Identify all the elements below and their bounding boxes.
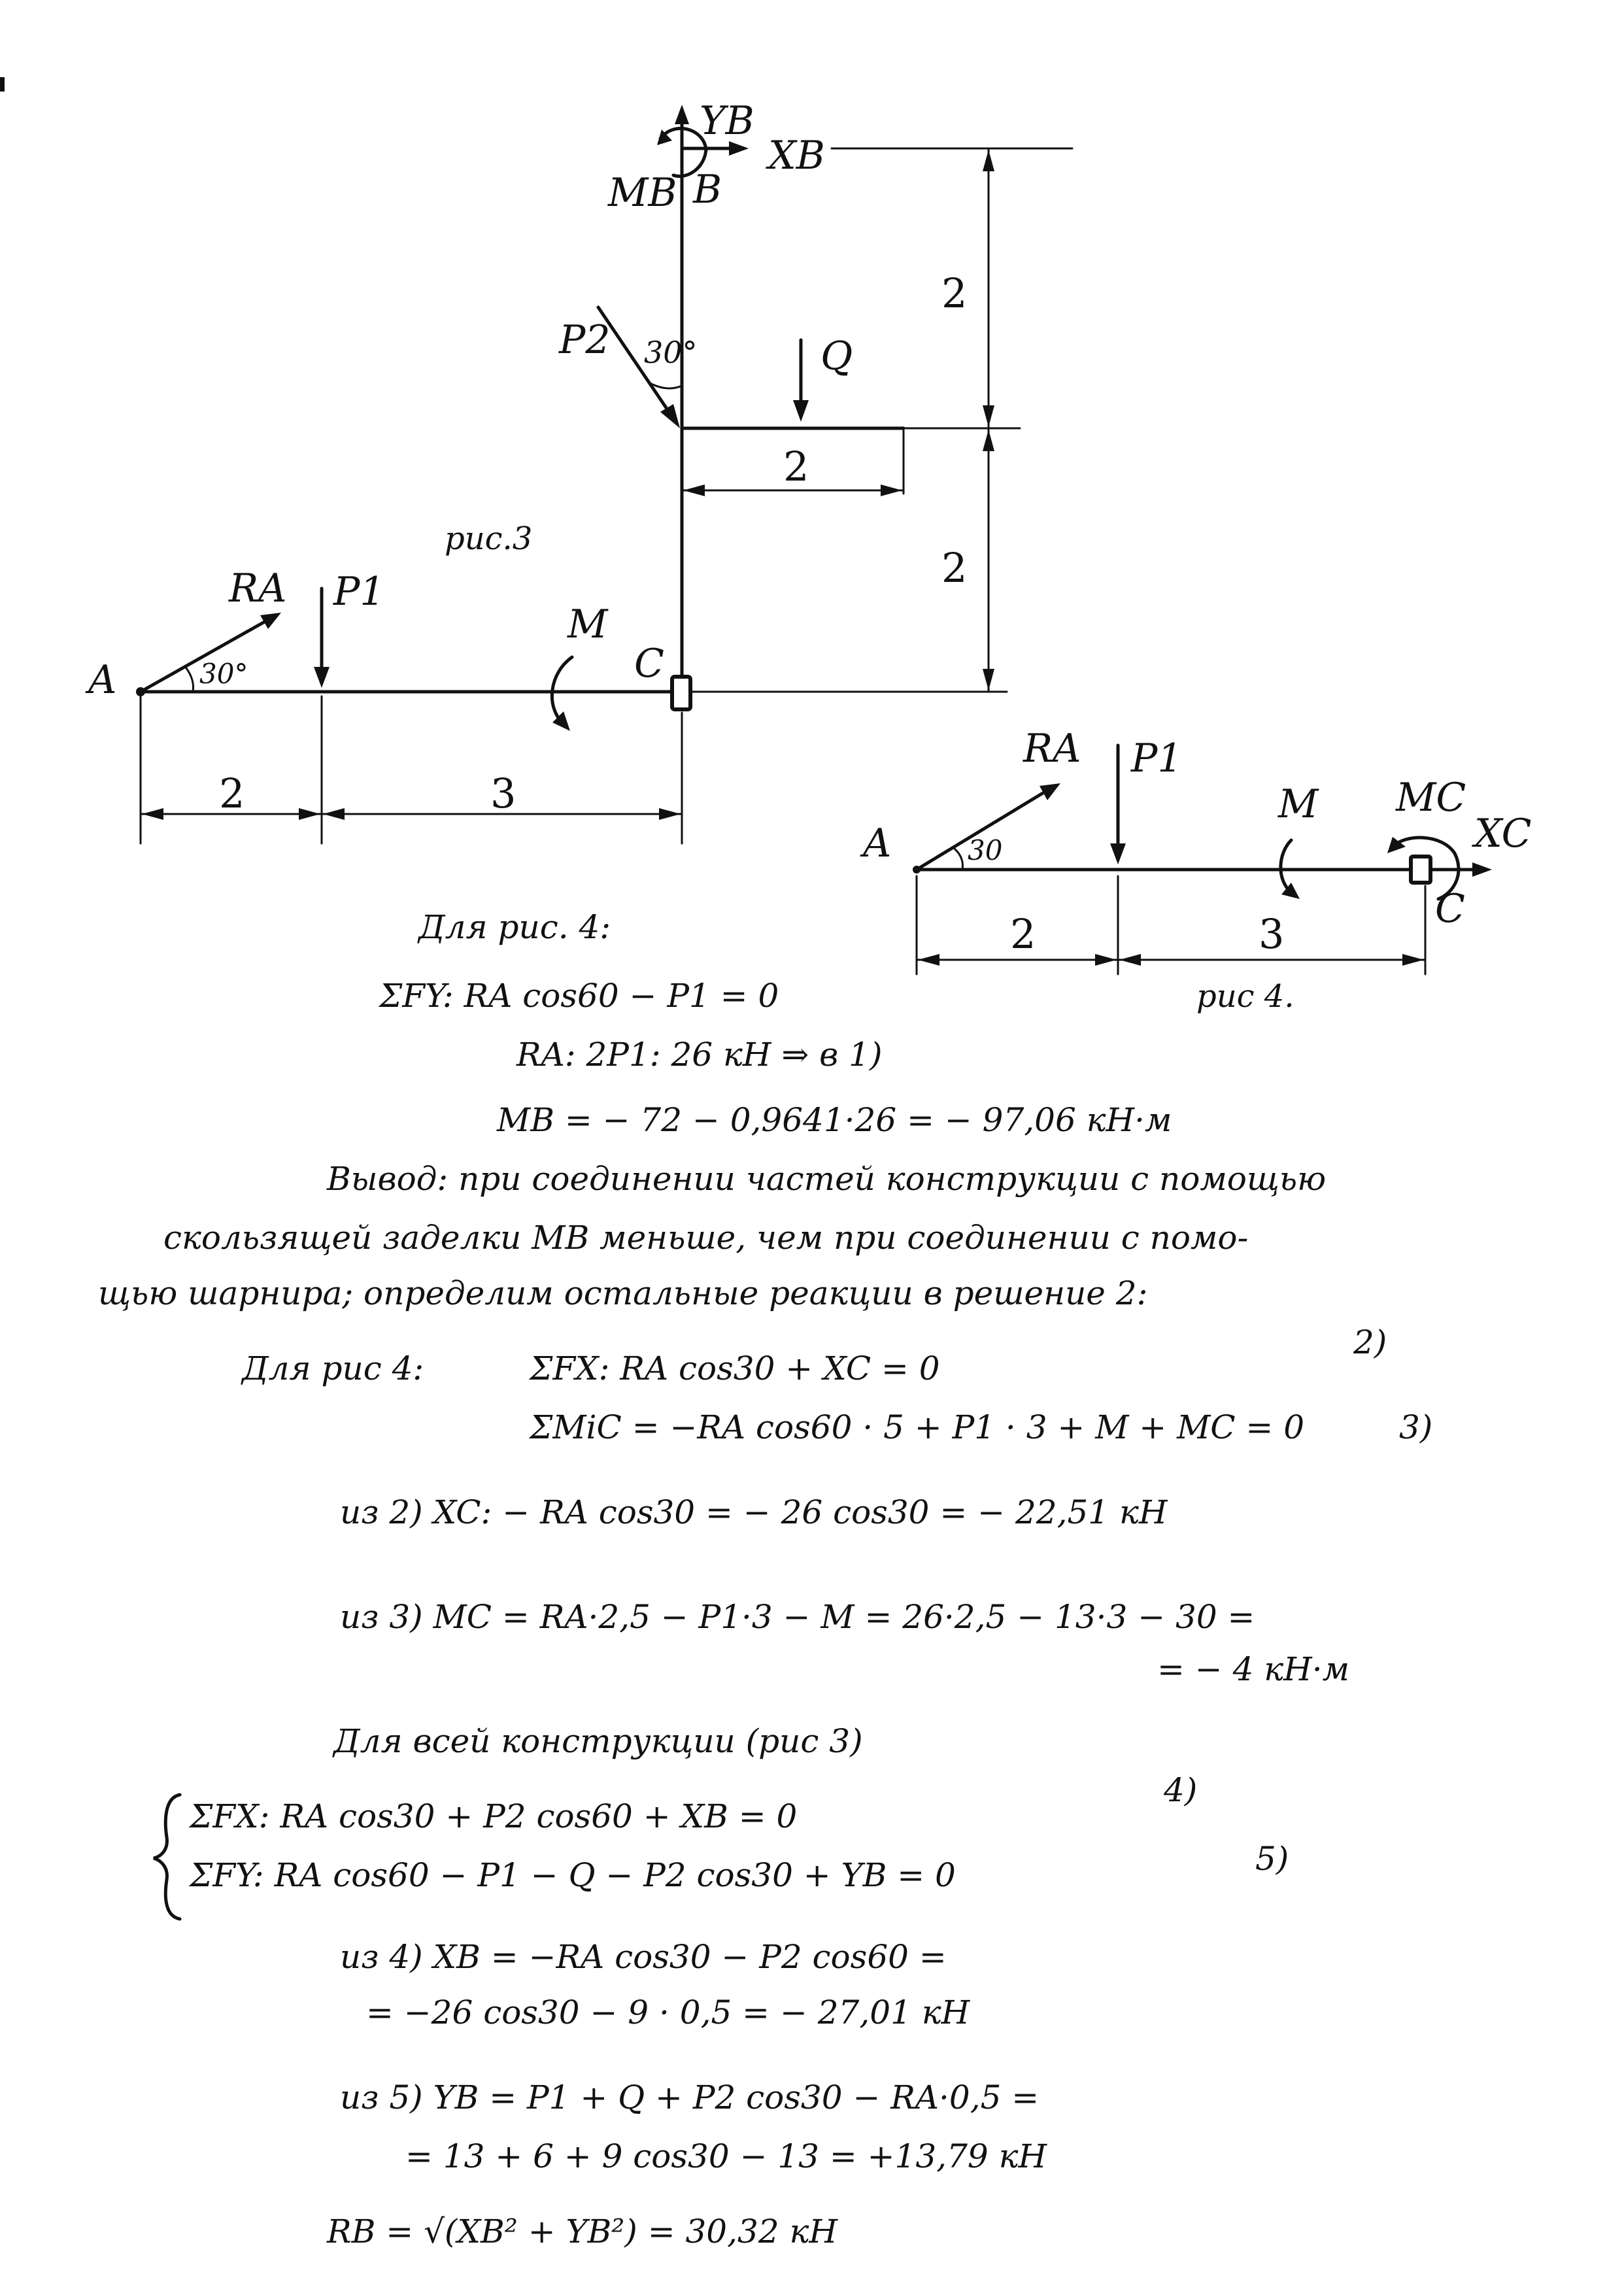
dim4-a-p1: 2 (1010, 910, 1036, 958)
solution-eq-num-3: 3) (1399, 1408, 1432, 1446)
solution-eq-num-2: 2) (1353, 1323, 1387, 1361)
p2-angle-arc (647, 381, 683, 390)
solution-line-4: MB = − 72 − 0,9641·26 = − 97,06 кН·м (496, 1101, 1172, 1139)
solution-line-12: из 3) MC = RA·2,5 − P1·3 − M = 26·2,5 − … (340, 1598, 1255, 1636)
label-p1: P1 (333, 569, 385, 615)
figure-4: RA 30 A P1 M MC XC C 2 3 рис 4. (860, 726, 1532, 1015)
dim-b-arrow-3 (323, 808, 345, 820)
dim-arrow-3 (983, 430, 994, 451)
xb-arrowhead (729, 141, 749, 156)
label-mc-fig4: MC (1395, 775, 1466, 821)
dim-plate: 2 (783, 443, 809, 490)
label-xc-fig4: XC (1472, 811, 1532, 857)
dim4-arrow-1 (918, 954, 939, 966)
label-m-fig4: M (1277, 781, 1319, 827)
dim4-p1-c: 3 (1259, 910, 1284, 958)
solution-line-9: ΣFX: RA cos30 + XC = 0 (528, 1349, 940, 1387)
caption-fig4: рис 4. (1196, 978, 1294, 1015)
label-yb: YB (700, 98, 754, 144)
label-c-fig4: C (1435, 886, 1465, 932)
ra-arrowhead-fig4 (1040, 783, 1060, 800)
solution-line-7: щью шарнира; определим остальные реакции… (98, 1274, 1147, 1312)
label-m: M (567, 602, 609, 647)
solution-eq-num-4: 4) (1163, 1771, 1197, 1809)
dim-plate-arrow-r (881, 484, 902, 496)
solution-line-15: ΣFX: RA cos30 + P2 cos60 + XB = 0 (188, 1797, 797, 1835)
solution-line-2: ΣFY: RA cos60 − P1 = 0 (378, 977, 779, 1015)
dim-bottom-right: 2 (941, 544, 967, 592)
solution-line-13: = − 4 кН·м (1157, 1650, 1349, 1688)
label-a-fig4: A (860, 821, 891, 866)
dim-arrow-4 (983, 669, 994, 690)
mb-arrowhead (657, 129, 672, 145)
mb-moment-arc (658, 127, 708, 178)
label-a: A (85, 657, 116, 703)
label-xb: XB (766, 133, 825, 178)
solution-eq-num-5: 5) (1255, 1840, 1289, 1878)
dim-a-p1: 2 (219, 770, 245, 817)
solution-line-19: из 5) YB = P1 + Q + P2 cos30 − RA·0,5 = (340, 2079, 1039, 2116)
label-mb: MB (607, 170, 677, 216)
figure-3: YB XB MB B P2 30° Q RA 30° A P1 M C рис.… (85, 98, 1074, 845)
dim-arrow-1 (983, 150, 994, 171)
mc-arrowhead-fig4 (1387, 837, 1406, 853)
q-arrowhead (793, 400, 809, 422)
p2-arrowhead (660, 404, 680, 428)
dim4-arrow-3 (1119, 954, 1141, 966)
dim-b-arrow-4 (659, 808, 681, 820)
label-ra: RA (228, 566, 287, 611)
m-arrowhead (552, 711, 570, 731)
dim-b-arrow-1 (142, 808, 163, 820)
dim-plate-arrow-l (683, 484, 705, 496)
ra-arrowhead (260, 613, 281, 629)
solution-text: Для рис. 4: ΣFY: RA cos60 − P1 = 0 RA: 2… (98, 908, 1432, 2250)
dim-arrow-2 (983, 405, 994, 427)
m-arrowhead-fig4 (1281, 883, 1300, 899)
caption-fig3: рис.3 (445, 520, 532, 557)
label-b: B (692, 167, 722, 212)
system-brace (153, 1793, 182, 1921)
dim-top-right: 2 (941, 269, 967, 317)
solution-line-3: RA: 2P1: 26 кН ⇒ в 1) (516, 1036, 882, 1074)
solution-line-6: скользящей заделки MB меньше, чем при со… (163, 1219, 1248, 1257)
solution-line-8: Для рис 4: (241, 1349, 424, 1387)
m-moment-arc (550, 655, 574, 724)
solution-line-17: из 4) XB = −RA cos30 − P2 cos60 = (340, 1938, 947, 1976)
label-angle-p2: 30° (644, 335, 698, 370)
slider-c (1409, 855, 1432, 885)
ra-arrow (139, 618, 270, 694)
xc-arrowhead-fig4 (1472, 862, 1492, 877)
p1-arrowhead-fig4 (1110, 843, 1126, 864)
dim4-arrow-2 (1095, 954, 1117, 966)
solution-line-20: = 13 + 6 + 9 cos30 − 13 = +13,79 кН (405, 2137, 1047, 2175)
solution-line-11: из 2) XC: − RA cos30 = − 26 cos30 = − 22… (340, 1493, 1168, 1531)
ra-arrow-fig4 (915, 789, 1048, 872)
solution-line-21: RB = √(XB² + YB²) = 30,32 кН (326, 2213, 838, 2250)
dim4-arrow-4 (1402, 954, 1424, 966)
margin-mark (0, 77, 5, 92)
ra-angle-arc-fig4 (953, 847, 964, 871)
label-p1-fig4: P1 (1130, 736, 1183, 781)
p1-arrowhead (314, 667, 330, 688)
hinge-c (670, 675, 692, 711)
solution-line-16: ΣFY: RA cos60 − P1 − Q − P2 cos30 + YB =… (188, 1856, 956, 1894)
p2-arrow (596, 305, 675, 420)
solution-line-5: Вывод: при соединении частей конструкции… (326, 1160, 1326, 1198)
solution-line-18: = −26 cos30 − 9 · 0,5 = − 27,01 кН (366, 1994, 971, 2031)
label-angle-ra: 30° (199, 658, 248, 690)
yb-arrowhead (675, 105, 689, 124)
solution-line-14: Для всей конструкции (рис 3) (332, 1722, 863, 1760)
label-ra-fig4: RA (1023, 726, 1081, 772)
dim-b-arrow-2 (299, 808, 320, 820)
label-p2: P2 (558, 317, 611, 363)
dim-p1-c: 3 (490, 770, 516, 817)
ra-angle-arc (185, 667, 194, 693)
solution-line-1: Для рис. 4: (417, 908, 611, 946)
label-c: C (634, 641, 664, 687)
label-angle-fig4: 30 (968, 834, 1002, 866)
mc-arc-fig4 (1391, 836, 1461, 901)
solution-line-10: ΣMiC = −RA cos60 · 5 + P1 · 3 + M + MC =… (528, 1408, 1304, 1446)
label-q: Q (820, 333, 853, 379)
